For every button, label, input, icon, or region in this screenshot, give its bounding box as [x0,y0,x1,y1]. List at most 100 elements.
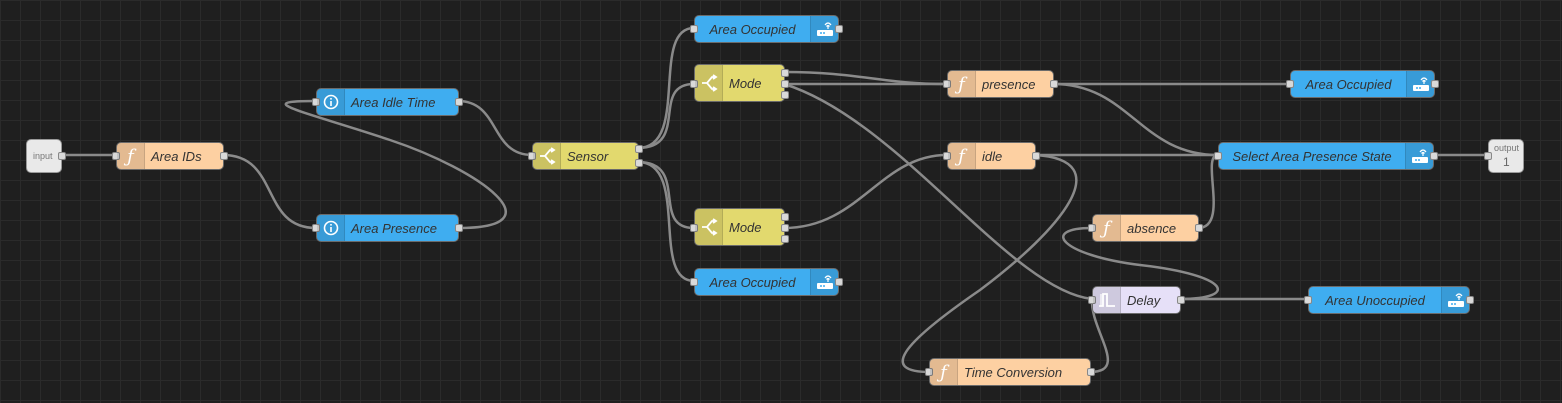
input-port[interactable] [690,80,698,88]
output-port-1[interactable] [781,69,789,77]
input-port[interactable] [1088,296,1096,304]
node-label: Area Presence [351,220,437,236]
info-icon [317,89,345,115]
node-label: Area Occupied [709,21,796,37]
wire [457,99,533,157]
node-label: Area IDs [151,148,202,164]
output-port-2[interactable] [635,159,643,167]
wire [783,70,948,86]
info-icon [317,215,345,241]
input-node[interactable]: input [26,139,66,173]
wire [901,153,1078,374]
output-port-1[interactable] [635,145,643,153]
delay-node[interactable]: Delay [1088,286,1185,314]
select-area-presence-state-node[interactable]: Select Area Presence State [1214,142,1438,170]
input-port[interactable] [690,278,698,286]
output-port-3[interactable] [781,235,789,243]
wire [783,82,1093,301]
node-label: presence [982,76,1036,92]
output-number: 1 [1503,155,1510,169]
input-port[interactable] [943,80,951,88]
input-port[interactable] [1484,152,1492,160]
input-port[interactable] [528,152,536,160]
output-port-2[interactable] [781,224,789,232]
output-port[interactable] [1466,296,1474,304]
node-label: Area Unoccupied [1325,292,1425,308]
wire [637,160,695,283]
node-label: absence [1127,220,1177,236]
input-port[interactable] [943,152,951,160]
output-port[interactable] [1050,80,1058,88]
wire [637,160,695,230]
output-port[interactable] [1032,152,1040,160]
area-ids-node[interactable]: ƒ Area IDs [112,142,228,170]
node-label: Area Idle Time [351,94,436,110]
router-icon [810,16,838,42]
input-port[interactable] [1286,80,1294,88]
function-icon: ƒ [1093,215,1121,241]
wire [284,99,507,230]
input-port[interactable] [1214,152,1222,160]
presence-node[interactable]: ƒ presence [943,70,1058,98]
input-port[interactable] [312,224,320,232]
input-port[interactable] [925,368,933,376]
wire [222,153,317,230]
output-port[interactable] [58,152,66,160]
output-port-1[interactable] [781,213,789,221]
output-port[interactable] [1430,152,1438,160]
function-icon: ƒ [930,359,958,385]
output-port[interactable] [835,278,843,286]
output-port[interactable] [1087,368,1095,376]
node-label: Area Occupied [1305,76,1392,92]
input-port[interactable] [690,224,698,232]
function-icon: ƒ [948,71,976,97]
input-label: input [33,151,53,161]
node-label: Mode [729,75,762,91]
input-port[interactable] [112,152,120,160]
output-port[interactable] [220,152,228,160]
switch-icon [533,143,561,169]
output-port-2[interactable] [781,80,789,88]
area-unoccupied-node[interactable]: Area Unoccupied [1304,286,1474,314]
function-icon: ƒ [948,143,976,169]
area-occupied-right-node[interactable]: Area Occupied [1286,70,1439,98]
switch-icon [695,65,723,101]
node-label: Delay [1127,292,1161,308]
switch-icon [695,209,723,245]
area-idle-time-node[interactable]: Area Idle Time [312,88,463,116]
wire [637,82,695,150]
output-port-3[interactable] [781,91,789,99]
delay-icon [1093,287,1121,313]
input-port[interactable] [690,25,698,33]
mode-bottom-node[interactable]: Mode [690,208,789,246]
output-port[interactable] [1431,80,1439,88]
router-icon [1441,287,1469,313]
input-port[interactable] [1304,296,1312,304]
time-conversion-node[interactable]: ƒ Time Conversion [925,358,1095,386]
wire [1062,226,1220,301]
area-occupied-bottom-node[interactable]: Area Occupied [690,268,843,296]
mode-top-node[interactable]: Mode [690,64,789,102]
wire [1052,82,1219,157]
absence-node[interactable]: ƒ absence [1088,214,1203,242]
sensor-node[interactable]: Sensor [528,142,643,170]
wire [637,26,695,150]
router-icon [1406,71,1434,97]
node-label: Mode [729,219,762,235]
node-label: Time Conversion [964,364,1063,380]
area-occupied-top-node[interactable]: Area Occupied [690,15,843,43]
output-node[interactable]: output 1 [1484,139,1524,173]
input-port[interactable] [1088,224,1096,232]
output-port[interactable] [455,224,463,232]
output-port[interactable] [455,98,463,106]
output-port[interactable] [835,25,843,33]
output-port[interactable] [1195,224,1203,232]
area-presence-node[interactable]: Area Presence [312,214,463,242]
output-label: output [1494,143,1520,153]
output-port[interactable] [1177,296,1185,304]
wire [1197,153,1219,230]
input-port[interactable] [312,98,320,106]
idle-node[interactable]: ƒ idle [943,142,1040,170]
wire [783,153,948,230]
